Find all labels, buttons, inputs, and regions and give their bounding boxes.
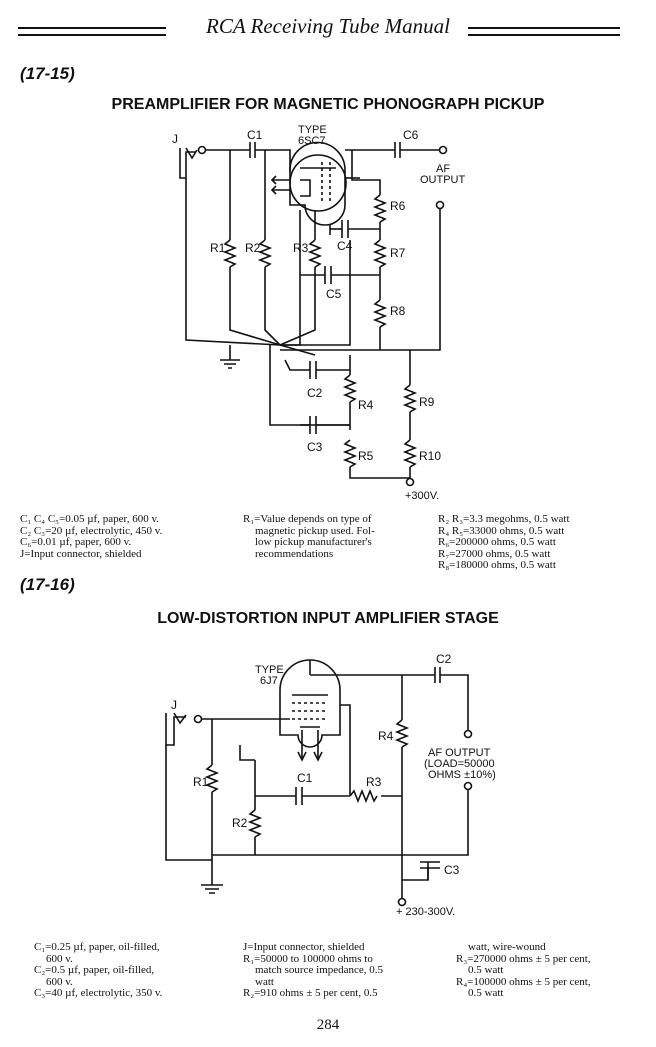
label-r4: R4 (358, 398, 374, 412)
label-r3: R3 (293, 241, 309, 255)
label-af: AF (436, 163, 450, 175)
header-rule-right (468, 27, 620, 36)
label-c1: C1 (247, 128, 263, 142)
label-r10: R10 (419, 449, 441, 463)
label-r2-fig2: R2 (232, 816, 248, 830)
part-line: R₈=180000 ohms, 0.5 watt (438, 559, 556, 571)
part-line: C₁ C₄ C₅=0.05 µf, paper, 600 v. (20, 513, 159, 525)
figure-number-17-16: (17-16) (20, 575, 75, 594)
label-af-output: AF OUTPUT (428, 747, 491, 759)
part-line: J=Input connector, shielded (20, 547, 142, 560)
part-line: 600 v. (46, 952, 73, 965)
part-line: R₂=910 ohms ± 5 per cent, 0.5 (243, 987, 378, 999)
part-line: C₆=0.01 µf, paper, 600 v. (20, 536, 132, 548)
header-rule-left (18, 27, 166, 36)
part-line: watt (255, 975, 274, 988)
part-line: 0.5 watt (468, 964, 504, 976)
figure-title-17-15: PREAMPLIFIER FOR MAGNETIC PHONOGRAPH PIC… (111, 96, 545, 113)
part-line: 600 v. (46, 975, 73, 988)
label-r5: R5 (358, 449, 374, 463)
label-r1: R1 (210, 241, 226, 255)
part-line: R₁=50000 to 100000 ohms to (243, 952, 373, 965)
part-line: R₃=270000 ohms ± 5 per cent, (456, 952, 591, 965)
label-c3-fig2: C3 (444, 863, 460, 877)
part-line: C₂ C₃=20 µf, electrolytic, 450 v. (20, 524, 163, 537)
part-line: R₁=Value depends on type of (243, 513, 372, 525)
part-line: R₄=100000 ohms ± 5 per cent, (456, 975, 591, 988)
label-r3-fig2: R3 (366, 775, 382, 789)
label-c4: C4 (337, 239, 353, 253)
part-line: R₆=200000 ohms, 0.5 watt (438, 536, 556, 548)
part-line: C₂=0.5 µf, paper, oil-filled, (34, 964, 155, 976)
label-supply-300v: +300V. (405, 490, 439, 500)
part-line: R₄ R₅=33000 ohms, 0.5 watt (438, 524, 565, 537)
label-r6: R6 (390, 199, 406, 213)
parts-list-17-15-col2: R₁=Value depends on type of magnetic pic… (243, 513, 375, 560)
label-r8: R8 (390, 304, 406, 318)
label-type: TYPE (298, 124, 327, 136)
label-c2: C2 (307, 386, 323, 400)
label-r1-fig2: R1 (193, 775, 209, 789)
parts-list-17-15-col1: C₁ C₄ C₅=0.05 µf, paper, 600 v. C₂ C₃=20… (20, 513, 163, 560)
figure-title-17-16: LOW-DISTORTION INPUT AMPLIFIER STAGE (157, 610, 499, 627)
part-line: low pickup manufacturer's (255, 536, 372, 548)
parts-list-17-16-col2: J=Input connector, shielded R₁=50000 to … (243, 941, 383, 1000)
label-j: J (172, 132, 178, 146)
part-line: J=Input connector, shielded (243, 941, 365, 953)
label-tube-6j7: 6J7 (260, 675, 278, 687)
part-line: 0.5 watt (468, 987, 504, 999)
label-c1-fig2: C1 (297, 771, 313, 785)
label-supply-230-300v: + 230-300V. (396, 906, 455, 918)
page-number: 284 (316, 1017, 340, 1033)
label-type-6j7: TYPE (255, 664, 284, 676)
parts-list-17-16-col1: C₁=0.25 µf, paper, oil-filled, 600 v. C₂… (34, 941, 163, 1000)
label-r2: R2 (245, 241, 261, 255)
part-line: match source impedance, 0.5 (255, 964, 383, 976)
label-c5: C5 (326, 287, 342, 301)
label-c2-fig2: C2 (436, 652, 452, 666)
schematic-17-15: J C1 TYPE 6SC7 C6 AF OUTPUT R6 R1 R2 R3 … (172, 124, 466, 500)
label-r7: R7 (390, 246, 406, 260)
parts-list-17-15-col3: R₂ R₃=3.3 megohms, 0.5 watt R₄ R₅=33000 … (438, 513, 570, 572)
part-line: recommendations (255, 547, 334, 560)
part-line: C₃=40 µf, electrolytic, 350 v. (34, 987, 163, 999)
schematic-17-16: TYPE 6J7 C2 J R4 AF OUTPUT (LOAD=50000 O… (165, 652, 496, 918)
part-line: magnetic pickup used. Fol- (255, 524, 375, 537)
label-tube: 6SC7 (298, 135, 326, 147)
figure-number-17-15: (17-15) (20, 64, 75, 83)
label-j-fig2: J (171, 698, 177, 712)
parts-list-17-16-col3: watt, wire-wound R₃=270000 ohms ± 5 per … (456, 941, 591, 1000)
part-line: R₂ R₃=3.3 megohms, 0.5 watt (438, 513, 570, 525)
part-line: R₇=27000 ohms, 0.5 watt (438, 547, 551, 560)
part-line: C₁=0.25 µf, paper, oil-filled, (34, 941, 160, 953)
label-ohms-tolerance: OHMS ±10%) (428, 769, 496, 781)
label-r4-fig2: R4 (378, 729, 394, 743)
label-r9: R9 (419, 395, 435, 409)
label-c3: C3 (307, 440, 323, 454)
part-line: watt, wire-wound (468, 941, 546, 953)
label-load: (LOAD=50000 (424, 758, 495, 770)
page-header-title: RCA Receiving Tube Manual (206, 14, 450, 38)
label-c6: C6 (403, 128, 419, 142)
label-output: OUTPUT (420, 174, 466, 186)
